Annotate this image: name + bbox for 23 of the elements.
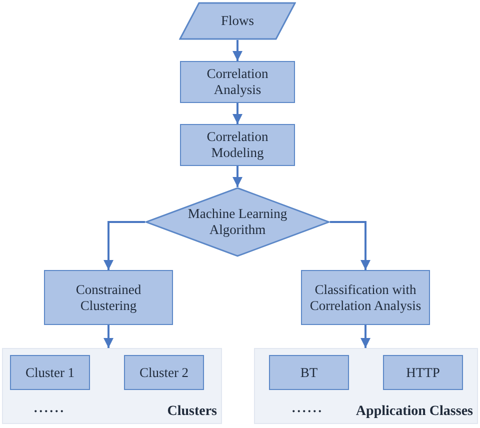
group-title: Clusters: [167, 404, 217, 420]
item-box: Cluster 1: [10, 355, 90, 390]
ellipsis-text: ......: [292, 401, 324, 416]
group-panel: [2, 348, 222, 424]
process-box: Constrained Clustering: [44, 270, 173, 325]
process-box: Correlation Analysis: [180, 61, 295, 103]
arrow: [232, 40, 242, 61]
arrow: [360, 325, 370, 348]
arrow: [104, 221, 145, 270]
item-box: HTTP: [383, 355, 463, 390]
process-box: Classification with Correlation Analysis: [301, 270, 430, 325]
process-box: Correlation Modeling: [180, 124, 295, 166]
arrow: [232, 166, 242, 187]
group-title: Application Classes: [356, 404, 473, 420]
arrow: [232, 103, 242, 124]
ellipsis-text: ......: [34, 401, 66, 416]
arrow: [330, 221, 370, 270]
group-panel: [254, 348, 478, 424]
decision-diamond: Machine Learning Algorithm: [145, 187, 330, 257]
arrow: [104, 325, 114, 348]
input-parallelogram: Flows: [179, 2, 296, 40]
item-box: BT: [269, 355, 349, 390]
item-box: Cluster 2: [124, 355, 204, 390]
